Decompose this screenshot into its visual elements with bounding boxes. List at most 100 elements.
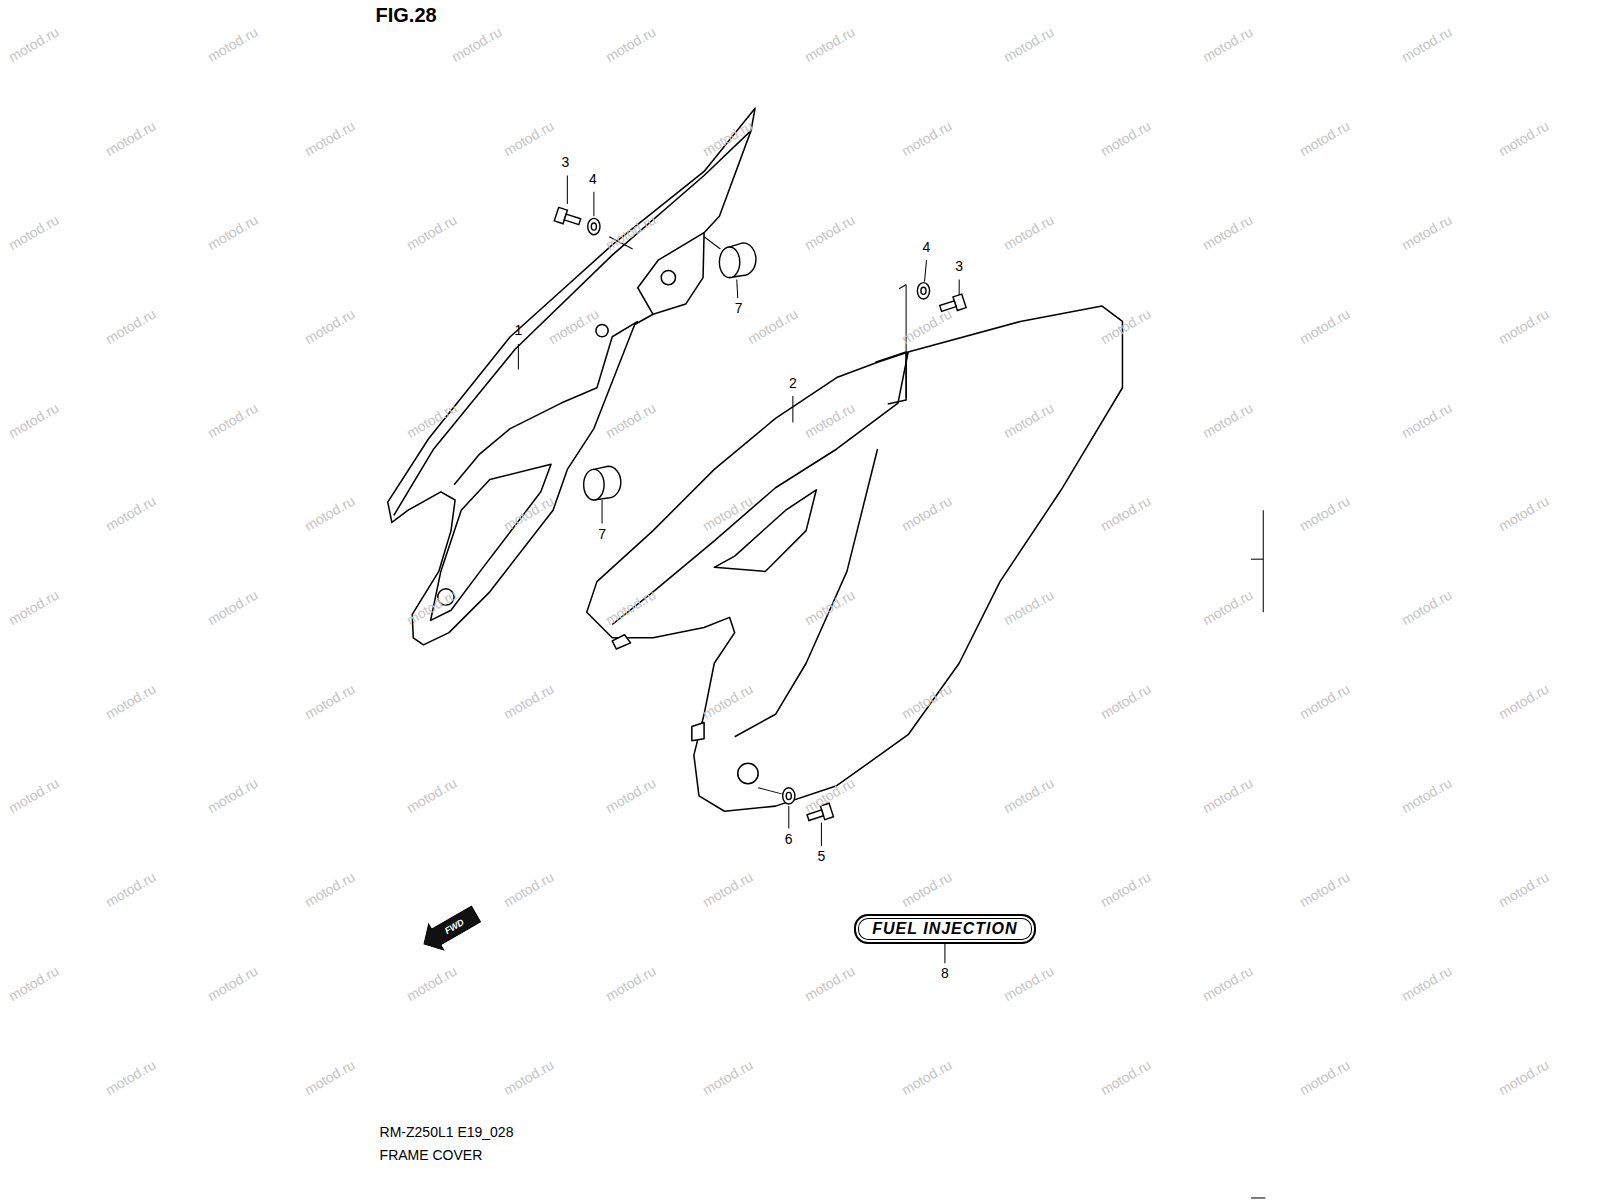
plate-outline [587,306,1123,811]
node-text: FWD [417,901,484,957]
watermark: motod.ru [205,588,261,629]
margin-mark [1251,1197,1265,1198]
watermark: motod.ru [302,494,358,535]
leader-line [602,500,603,523]
grommet [719,243,756,278]
callout-number: 4 [589,172,597,187]
watermark: motod.ru [205,775,261,816]
watermark: motod.ru [205,963,261,1004]
cover-edge [394,131,751,516]
watermark: motod.ru [802,24,858,65]
watermark: motod.ru [1098,869,1154,910]
watermark: motod.ru [1297,494,1353,535]
watermark: motod.ru [899,869,955,910]
watermark: motod.ru [603,400,659,441]
leader-line [924,260,926,281]
figure-title: FIG.28 [376,4,437,26]
watermark: motod.ru [899,118,955,159]
watermark: motod.ru [501,1057,557,1098]
leader-line [518,344,519,370]
watermark: motod.ru [205,212,261,253]
watermark: motod.ru [6,24,62,65]
watermark: motod.ru [404,963,460,1004]
watermark: motod.ru [1496,494,1552,535]
watermark: motod.ru [1200,24,1256,65]
watermark: motod.ru [1001,588,1057,629]
side-number-plate [587,306,1123,811]
watermark: motod.ru [449,24,505,65]
leader-line [788,806,789,828]
watermark: motod.ru [1001,24,1057,65]
watermark: motod.ru [302,682,358,723]
leader-line [944,943,945,963]
callout-number: 5 [818,849,826,864]
washer [783,788,795,804]
watermark: motod.ru [1496,682,1552,723]
watermark: motod.ru [1098,1057,1154,1098]
watermark: motod.ru [103,494,159,535]
grommet [584,466,621,500]
watermark: motod.ru [103,306,159,347]
watermark: motod.ru [1098,682,1154,723]
callout-number: 6 [785,832,793,847]
watermark: motod.ru [603,963,659,1004]
washer [588,218,600,234]
watermark: motod.ru [302,869,358,910]
watermark: motod.ru [404,212,460,253]
bolt [554,207,582,228]
node-text: FUEL INJECTION [872,920,1017,938]
plate-edge [612,352,908,624]
callout-number: 7 [598,527,606,542]
watermark: motod.ru [1297,869,1353,910]
mount-hole [661,270,675,284]
watermark: motod.ru [1200,212,1256,253]
watermark: motod.ru [1399,588,1455,629]
leader-lines [518,176,1265,1198]
watermark: motod.ru [103,118,159,159]
plate-tab [876,352,907,404]
watermark: motod.ru [501,682,557,723]
washer [917,283,929,299]
watermark: motod.ru [1200,400,1256,441]
callout-number: 2 [789,376,797,391]
watermark: motod.ru [1399,963,1455,1004]
watermark: motod.ru [6,212,62,253]
plate-curve [735,449,878,737]
watermark: motod.ru [899,1057,955,1098]
callout-number: 3 [561,156,569,171]
watermark: motod.ru [103,1057,159,1098]
leader-line [792,396,793,423]
watermark: motod.ru [802,963,858,1004]
watermark: motod.ru [501,118,557,159]
leader-line [593,192,594,216]
watermark: motod.ru [1001,775,1057,816]
diagram-caption: RM-Z250L1 E19_028 [380,1125,514,1140]
watermark: motod.ru [1399,400,1455,441]
forward-arrow: FWD [417,901,484,957]
watermark: motod.ru [802,212,858,253]
leader-line [567,176,568,205]
assembly-line [704,237,720,249]
leader-line [959,280,960,295]
arrow-body [417,901,484,957]
cover-tab [638,233,704,315]
watermark: motod.ru [6,775,62,816]
callout-number: 1 [514,323,522,338]
diagram-caption: FRAME COVER [380,1148,483,1163]
watermark: motod.ru [103,682,159,723]
margin-mark [1263,510,1264,612]
watermark: motod.ru [1399,775,1455,816]
watermark: motod.ru [603,775,659,816]
watermark: motod.ru [603,24,659,65]
watermark: motod.ru [1200,775,1256,816]
watermark: motod.ru [103,869,159,910]
watermark: motod.ru [1496,1057,1552,1098]
watermark: motod.ru [1098,118,1154,159]
watermark: motod.ru [205,24,261,65]
assembly-line [758,788,781,794]
callout-number: 8 [941,967,949,982]
mount-hole [738,763,758,783]
cover-rib [454,321,638,484]
watermark: motod.ru [302,306,358,347]
watermark: motod.ru [1098,494,1154,535]
